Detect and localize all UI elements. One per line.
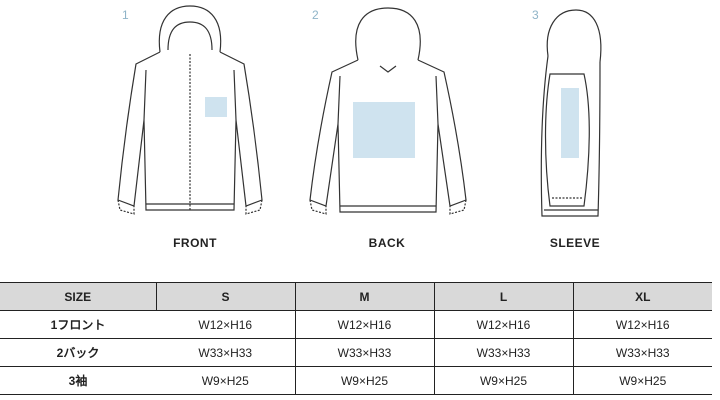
header-xl: XL <box>572 282 712 311</box>
back-print-area <box>353 102 415 158</box>
header-l: L <box>433 282 573 311</box>
back-view: 2 BACK <box>292 0 482 262</box>
table-cell: W12×H16 <box>294 310 434 339</box>
table-cell: W9×H25 <box>294 366 434 395</box>
back-jacket-illustration <box>309 7 467 215</box>
print-size-table: SIZE S M L XL 1フロント W12×H16 W12×H16 W12×… <box>0 282 712 395</box>
table-cell: W12×H16 <box>433 310 573 339</box>
front-jacket-illustration <box>117 5 263 215</box>
table-header-row: SIZE S M L XL <box>0 282 712 311</box>
view-number-back: 2 <box>312 8 319 22</box>
view-caption-front: FRONT <box>173 236 217 250</box>
table-cell: W33×H33 <box>156 338 295 367</box>
table-cell: W33×H33 <box>433 338 573 367</box>
view-number-front: 1 <box>122 8 129 22</box>
garment-views: 1 FRONT 2 <box>100 0 630 262</box>
table-row: 2バック W33×H33 W33×H33 W33×H33 W33×H33 <box>0 338 712 367</box>
row-label-sleeve: 3袖 <box>0 366 156 395</box>
view-caption-sleeve: SLEEVE <box>549 236 601 250</box>
header-size: SIZE <box>0 282 156 311</box>
table-cell: W12×H16 <box>572 310 712 339</box>
table-row: 1フロント W12×H16 W12×H16 W12×H16 W12×H16 <box>0 310 712 339</box>
table-row: 3袖 W9×H25 W9×H25 W9×H25 W9×H25 <box>0 366 712 395</box>
header-m: M <box>294 282 434 311</box>
table-cell: W12×H16 <box>156 310 295 339</box>
front-print-area <box>205 97 227 117</box>
view-caption-back: BACK <box>368 236 406 250</box>
table-cell: W33×H33 <box>294 338 434 367</box>
sleeve-print-area <box>561 88 579 158</box>
sleeve-view: 3 SLEEVE <box>520 0 630 262</box>
table-cell: W9×H25 <box>156 366 295 395</box>
table-cell: W33×H33 <box>572 338 712 367</box>
table-cell: W9×H25 <box>572 366 712 395</box>
row-label-front: 1フロント <box>0 310 156 339</box>
view-number-sleeve: 3 <box>532 8 539 22</box>
table-cell: W9×H25 <box>433 366 573 395</box>
header-s: S <box>155 282 295 311</box>
sleeve-jacket-illustration <box>540 9 602 217</box>
front-view: 1 FRONT <box>100 0 290 262</box>
row-label-back: 2バック <box>0 338 156 367</box>
